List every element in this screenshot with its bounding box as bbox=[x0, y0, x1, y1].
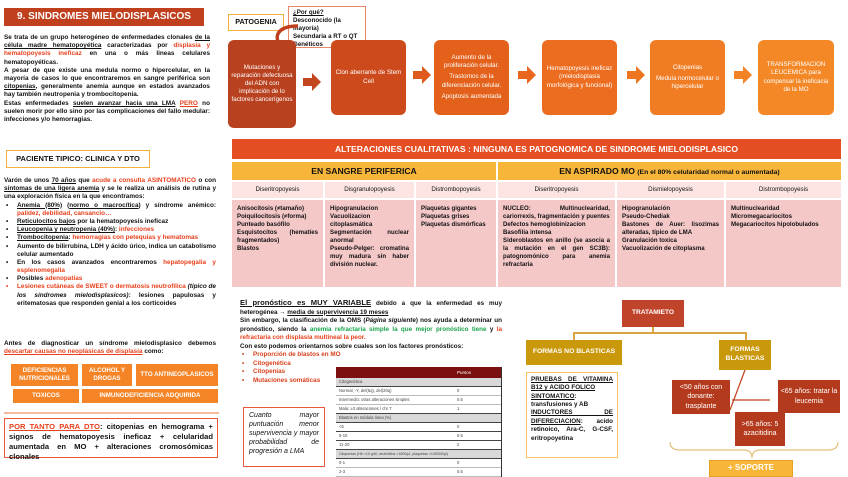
list-item: Citogenética bbox=[240, 360, 502, 369]
cause-alcohol-drogas: ALCOHOL Y DROGAS bbox=[82, 364, 132, 386]
flow-step-mutaciones: Mutaciones y reparación defectuosa del A… bbox=[228, 40, 296, 128]
formas-blasticas-node: FORMAS BLASTICAS bbox=[719, 340, 771, 370]
patogenia-label: PATOGENIA bbox=[228, 14, 284, 31]
list-item: Mutaciones somáticas bbox=[240, 377, 502, 386]
cause-toxicos: TOXICOS bbox=[13, 389, 79, 403]
clinica-list: Anemia (80%) (normo o macrocítica) y sín… bbox=[4, 202, 216, 308]
intro-text: Se trata de un grupo heterogéneo de enfe… bbox=[4, 34, 211, 123]
flow-step-proliferacion: Aumento de la proliferación celular. Tra… bbox=[434, 40, 509, 115]
connector bbox=[573, 332, 575, 340]
column-header: Disgranulopoyesis bbox=[325, 182, 414, 198]
column-header: Diseritropoyesis bbox=[232, 182, 323, 198]
cause-inmunodeficiencia-adquirida: INMUNODEFICIENCIA ADQUIRIDA bbox=[82, 389, 218, 403]
list-item: Aumento de bilirrubina, LDH y ácido úric… bbox=[4, 243, 216, 259]
list-item: Lesiones cutáneas de SWEET o dermatosis … bbox=[4, 283, 216, 308]
alteraciones-header: ALTERACIONES CUALITATIVAS : NINGUNA ES P… bbox=[232, 139, 841, 159]
connector bbox=[573, 332, 746, 334]
soporte-node: + SOPORTE bbox=[709, 460, 793, 477]
table-row: Blastos en médula ósea (%) bbox=[336, 414, 501, 423]
clinica-intro: Varón de unos 70 años que acude a consul… bbox=[4, 177, 216, 201]
list-item: Proporción de blastos en MO bbox=[240, 351, 502, 360]
option-mayor-65: >65 años: 5 azacitidina bbox=[735, 412, 785, 446]
column-header: Diseritropoyesis bbox=[498, 182, 615, 198]
aspirado-mo-header: EN ASPIRADO MO (En el 80% celularidad no… bbox=[498, 162, 841, 180]
connector bbox=[745, 332, 747, 340]
ipss-score-table: Puntos Citogenética Normal, -Y, del(5q),… bbox=[336, 367, 502, 477]
por-que-item: Secundaria a RT o QT bbox=[293, 32, 358, 40]
cause-tto-antineoplasicos: TTO ANTINEOPLASICOS bbox=[136, 364, 218, 386]
column-header: Distrombopoyesis bbox=[416, 182, 496, 198]
paciente-tipico-heading: PACIENTE TIPICO: CLINICA Y DTO bbox=[6, 150, 150, 168]
arrow-right-icon bbox=[303, 73, 321, 91]
divider bbox=[4, 412, 219, 414]
flow-step-hematopoyesis-ineficaz: Hematopoyesis ineficaz (mielodisplasia m… bbox=[542, 40, 617, 115]
list-item: Reticulocitos bajos por la hematopoyesis… bbox=[4, 218, 216, 226]
arrow-right-icon bbox=[627, 66, 645, 84]
por-que-title: ¿Por qué? bbox=[293, 9, 324, 16]
list-item: En los casos avanzados encontraremos hep… bbox=[4, 259, 216, 275]
por-tanto-box: POR TANTO PARA DTO: citopenias en hemogr… bbox=[4, 418, 218, 461]
list-item: Citopenias bbox=[240, 368, 502, 377]
formas-no-blasticas-node: FORMAS NO BLASTICAS bbox=[526, 340, 622, 365]
no-blasticas-detail: PRUEBAS DE VITAMINA B12 y ACIDO FOLICO S… bbox=[526, 372, 618, 458]
pronostico-text: El pronóstico es MUY VARIABLE debido a q… bbox=[240, 298, 502, 385]
list-item: Posibles adenopatías bbox=[4, 275, 216, 283]
list-item: Anemia (80%) (normo o macrocítica) y sín… bbox=[4, 202, 216, 218]
cause-deficiencias-nutricionales: DEFICIENCIAS NUTRICIONALES bbox=[11, 364, 78, 386]
antes-de-diagnosticar-text: Antes de diagnosticar un síndrome mielod… bbox=[4, 340, 216, 356]
table-row: Normal, -Y, del(5q), del(20q)0 bbox=[336, 387, 501, 396]
table-cell: NUCLEO: Multinuclearidad, cariorrexis, f… bbox=[498, 200, 615, 287]
table-row: Citogenética bbox=[336, 378, 501, 387]
column-header: Distrombopoyesis bbox=[726, 182, 841, 198]
sangre-periferica-header: EN SANGRE PERIFERICA bbox=[232, 162, 496, 180]
por-que-item: Genéticos bbox=[293, 40, 323, 48]
flow-step-citopenias: Citopenias Medula normocelular o hiperce… bbox=[650, 40, 725, 115]
option-menor-50: <50 años con donante: trasplante bbox=[672, 380, 730, 414]
brace-icon bbox=[669, 441, 839, 459]
list-item: Leucopenia y neutropenia (40%): infeccio… bbox=[4, 226, 216, 234]
table-cell: Anisocitosis (≠tamaño)Poiquilocitosis (≠… bbox=[232, 200, 323, 287]
tratamiento-node: TRATAMIETO bbox=[622, 300, 684, 327]
table-header: Puntos bbox=[336, 367, 501, 378]
arrow-right-icon bbox=[413, 66, 431, 84]
arrow-right-icon bbox=[518, 66, 536, 84]
arrow-right-icon bbox=[734, 66, 752, 84]
list-item: Trombocitopenia: hemorragias con petequi… bbox=[4, 234, 216, 242]
cuanto-mayor-puntuacion-box: Cuanto mayor puntuación menor superviven… bbox=[243, 407, 325, 467]
flow-step-transformacion-leucemica: TRANSFORMACION LEUCEMICA para compensar … bbox=[758, 40, 834, 115]
flow-step-clon-aberrante: Clon aberrante de Stem Cell bbox=[331, 40, 406, 115]
connector bbox=[652, 327, 654, 333]
factores-pronosticos-list: Proporción de blastos en MO Citogenética… bbox=[240, 351, 502, 385]
page-title: 9. SINDROMES MIELODISPLASICOS bbox=[4, 8, 204, 26]
column-header: Dismielopoyesis bbox=[617, 182, 724, 198]
table-row: Citopenias (Hb <10 g/dl, neutrófilos <18… bbox=[336, 450, 501, 459]
por-que-item: Desconocido (la mayoría) bbox=[293, 16, 341, 32]
clinica-text: Varón de unos 70 años que acude a consul… bbox=[4, 177, 216, 308]
option-menor-65: <65 años: tratar la leucemia bbox=[778, 380, 840, 413]
